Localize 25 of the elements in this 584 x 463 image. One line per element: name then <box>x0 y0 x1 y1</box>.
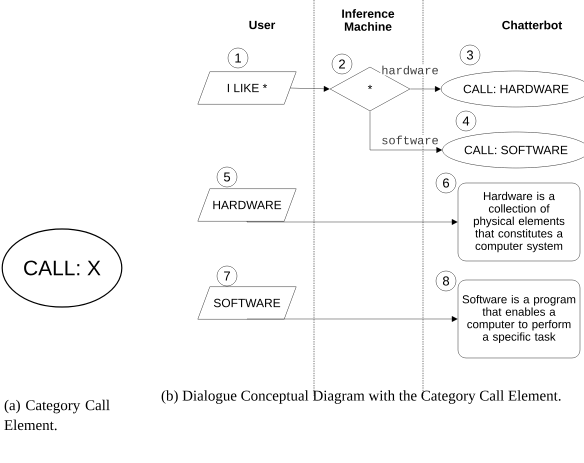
callout-number: 4 <box>456 110 476 132</box>
arrow <box>370 111 442 153</box>
input-parallelogram: I LIKE * <box>198 72 296 104</box>
arrow <box>246 219 458 225</box>
input-parallelogram: SOFTWARE <box>198 286 296 320</box>
column-header: Chatterbot <box>502 20 562 30</box>
callout-number: 7 <box>216 266 238 286</box>
subfigure-caption: (b) Dialogue Conceptual Diagram with the Category Call Element. <box>162 390 561 404</box>
arrow <box>410 86 441 92</box>
input-parallelogram: HARDWARE <box>198 188 296 222</box>
callout-number: 2 <box>332 54 352 74</box>
arrow <box>290 86 330 92</box>
response-box: Software is a program that enables a computer to perform a specific task <box>458 280 580 358</box>
response-box: Hardware is a collection of physical elements that constitutes a computer system <box>458 182 580 262</box>
callout-number: 8 <box>436 270 456 292</box>
edge-label: software <box>380 134 440 146</box>
edge-label: hardware <box>380 64 440 76</box>
callout-number: 6 <box>436 172 456 194</box>
column-header: Inference Machine <box>342 9 394 31</box>
column-header: User <box>249 20 276 30</box>
callout-number: 1 <box>228 48 248 68</box>
arrow <box>246 316 458 322</box>
callout-number: 5 <box>216 166 238 188</box>
callout-number: 3 <box>460 44 480 66</box>
subfigure-caption: (a) Category Call Element. <box>4 400 110 430</box>
